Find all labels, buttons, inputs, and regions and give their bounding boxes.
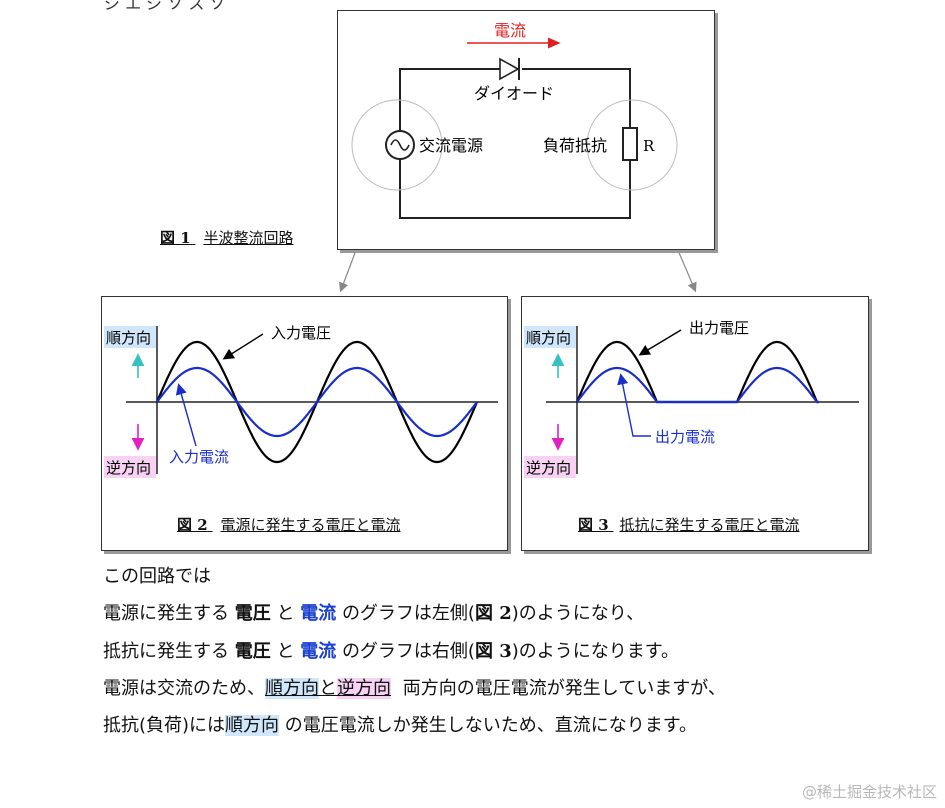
p2-b: のグラフは左側( — [341, 603, 475, 624]
p3-voltage: 電圧 — [234, 641, 271, 662]
fig2-current-pointer — [175, 383, 197, 447]
paragraph-3: 抵抗に発生する 電圧 と 電流 のグラフは右側(図 3)のようになります。 — [103, 640, 679, 664]
p3-current: 電流 — [300, 641, 337, 662]
p3-ref: 図 3 — [474, 641, 512, 662]
fig3-reverse-label: 逆方向 — [526, 459, 571, 477]
circuit-wire — [399, 68, 631, 219]
fig2-voltage-label: 入力電圧 — [271, 324, 331, 342]
fig3-current-label: 出力電流 — [655, 428, 715, 446]
load-label: 負荷抵抗 — [543, 136, 607, 155]
ac-source-label: 交流電源 — [419, 136, 483, 155]
p2-and: と — [276, 603, 295, 624]
fig2-box — [101, 296, 508, 551]
fig3-plot: 順方向 逆方向 出力電圧 出力電流 — [524, 319, 859, 478]
p2-voltage: 電圧 — [234, 603, 271, 624]
header-fragment: ジ エ ジ ソ ス ソ — [104, 0, 226, 13]
p3-and: と — [276, 641, 295, 662]
fig2-reverse-bg — [104, 456, 156, 478]
paragraph-2: 電源に発生する 電圧 と 電流 のグラフは左側(図 2)のようになり、 — [103, 602, 644, 626]
p4-reverse: 逆方向 — [337, 678, 391, 699]
p3-c: )のようになります。 — [511, 641, 679, 662]
resistor-icon — [622, 127, 638, 161]
p5-a: 抵抗(負荷)には — [103, 715, 226, 736]
fig3-reverse-bg — [524, 456, 576, 478]
fig3-voltage-curve — [575, 340, 819, 404]
p5-b: の電圧電流しか発生しないため、直流になります。 — [284, 715, 697, 736]
diode-label: ダイオード — [474, 84, 554, 103]
fig3-forward-label: 順方向 — [526, 329, 571, 347]
fig2-forward-bg — [104, 326, 156, 348]
fig1-circuit: 電流 ダイオード 交流電源 負荷抵抗 R — [351, 21, 678, 219]
fig3-current-curve — [576, 366, 819, 404]
fig3-voltage-pointer — [638, 329, 682, 356]
fig2-current-curve — [156, 366, 478, 438]
paragraph-1: この回路では — [103, 566, 211, 587]
fig2-caption-text: 電源に発生する電圧と電流 — [220, 516, 401, 534]
p4-and: と — [319, 678, 337, 699]
fig2-caption-num: 図 2 — [177, 516, 208, 534]
p3-a: 抵抗に発生する — [103, 641, 229, 662]
load-circle-outline — [586, 99, 678, 191]
p2-a: 電源に発生する — [103, 603, 229, 624]
p4-forward: 順方向 — [265, 678, 319, 699]
resistor-symbol: R — [643, 137, 655, 155]
fig3-voltage-label: 出力電圧 — [689, 319, 749, 337]
p3-b: のグラフは右側( — [341, 641, 475, 662]
p5-forward: 順方向 — [225, 715, 280, 736]
paragraph-5: 抵抗(負荷)には順方向 の電圧電流しか発生しないため、直流になります。 — [103, 714, 697, 738]
p2-current: 電流 — [300, 603, 337, 624]
p4-b: 両方向の電圧電流が発生していますが、 — [402, 678, 726, 699]
ac-source-icon — [385, 130, 415, 160]
fig3-caption-num: 図 3 — [578, 516, 609, 534]
fig1-caption-num: 図 1 — [160, 229, 191, 247]
fig3-caption-text: 抵抗に発生する電圧と電流 — [619, 516, 800, 534]
diode-icon — [499, 57, 520, 81]
fig3-caption: 図 3 抵抗に発生する電圧と電流 — [578, 514, 799, 535]
fig3-current-pointer — [617, 373, 651, 437]
fig2-forward-label: 順方向 — [106, 329, 151, 347]
paragraph-4: 電源は交流のため、順方向と逆方向 両方向の電圧電流が発生していますが、 — [103, 677, 726, 701]
p2-ref: 図 2 — [474, 603, 512, 624]
ac-source-circle-outline — [351, 99, 443, 191]
p2-c: )のようになり、 — [511, 603, 645, 624]
fig3-box — [521, 296, 869, 551]
fig1-caption: 図 1 半波整流回路 — [160, 227, 293, 248]
fig2-plot: 順方向 逆方向 入力電圧 入力電流 — [104, 324, 498, 478]
fig2-caption: 図 2 電源に発生する電圧と電流 — [177, 514, 400, 535]
current-label: 電流 — [494, 21, 526, 40]
fig2-voltage-pointer — [222, 333, 264, 360]
p4-a: 電源は交流のため、 — [103, 678, 265, 699]
fig2-current-label: 入力電流 — [169, 448, 229, 466]
fig1-caption-text: 半波整流回路 — [203, 229, 294, 247]
fig2-reverse-label: 逆方向 — [106, 459, 151, 477]
fig3-forward-bg — [524, 326, 576, 348]
watermark: @稀土掘金技术社区 — [801, 783, 937, 801]
